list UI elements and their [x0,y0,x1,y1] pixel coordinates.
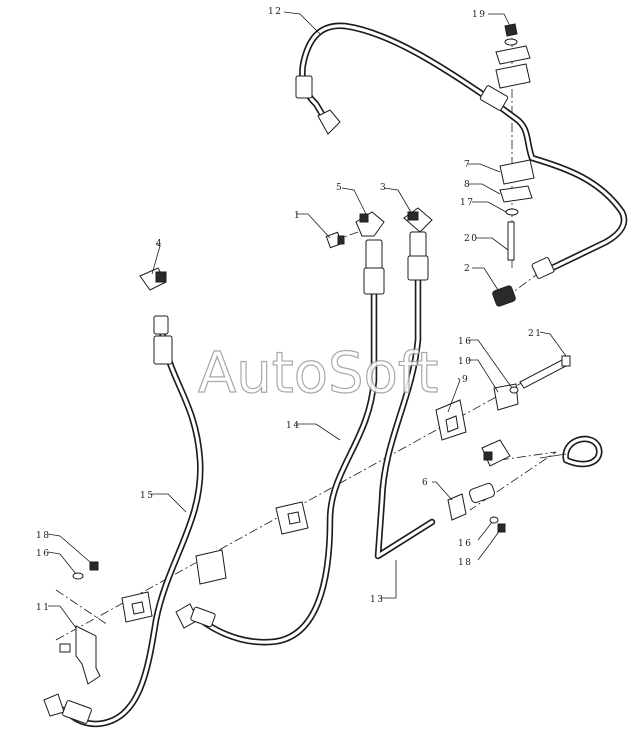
hose-13-ferrule [407,255,429,281]
bracket-11 [59,625,101,685]
callout-18-right: 18 [458,558,472,568]
hose-12 [295,22,628,279]
callout-numbers: 12 19 5 3 1 4 7 8 17 20 2 16 10 9 21 14 … [36,7,542,613]
callout-19: 19 [472,10,486,20]
callout-16-right: 16 [458,539,472,549]
elbow-fitting-4 [139,267,167,291]
elbow-fitting-5 [355,211,385,237]
callout-10: 10 [458,357,472,367]
hose-15-end-nut [43,693,65,717]
callout-leaders [47,11,567,629]
callout-15: 15 [140,491,154,501]
hose-12-sleeve [479,85,509,111]
hose-12-ferrule [295,75,313,99]
watermark: AutoSoft [198,341,439,406]
callout-18-left: 18 [36,531,50,541]
bolt-20 [507,221,515,261]
hose-15-ferrule [153,335,173,365]
nut-19 [504,23,518,37]
hose-14-ferrule [363,267,385,295]
clamp-half-7 [499,159,535,185]
clamp-block-lower [195,549,227,585]
clamp-9 [435,399,467,441]
callout-5: 5 [336,183,343,193]
hose-14 [175,239,385,646]
callout-16-top: 16 [458,337,472,347]
clamp-block-bottom [121,591,153,623]
callout-12: 12 [268,7,282,17]
adapter-fitting-2 [492,285,516,307]
hose-13 [374,231,436,560]
callout-13: 13 [370,595,384,605]
hose-14-fitting-top [365,239,383,271]
centre-lines [55,38,557,641]
bracket-10-16 [493,383,519,411]
callout-8: 8 [464,180,471,190]
hose-15 [43,315,204,728]
plate-8 [499,185,533,203]
callout-16-left: 16 [36,549,50,559]
hose-12-end-fitting [531,257,555,279]
callout-4: 4 [156,239,163,249]
callout-9: 9 [462,375,469,385]
fitting-1 [325,231,345,249]
bolt-21 [519,355,571,389]
elbow-fitting-3 [403,207,433,233]
hose-15-fitting-top [153,315,169,335]
clamp-half-upper-b [495,63,531,89]
hose-14-ferrule-bottom [190,606,216,628]
hose-loop-right [562,435,603,468]
callout-3: 3 [380,183,387,193]
clamp-assembly-top [495,23,535,261]
fastener-18-16-left [72,561,99,580]
hose-12-end-nut [317,109,341,135]
washer-19 [504,38,518,46]
callout-11: 11 [36,603,50,613]
fitting-tee-right [481,439,511,467]
bolt-11 [59,643,71,653]
callout-17: 17 [460,198,474,208]
callout-6: 6 [422,478,429,488]
callout-21: 21 [528,329,542,339]
callout-7: 7 [464,160,471,170]
callout-14: 14 [286,421,300,431]
callout-1: 1 [294,211,301,221]
callout-2: 2 [464,264,471,274]
washer-17 [505,208,519,216]
hose-15-ferrule-bottom [62,700,92,724]
clamp-half-upper-a [495,45,531,65]
clamp-6 [447,482,496,521]
callout-20: 20 [464,234,478,244]
fastener-16-18-right [489,516,506,533]
clamp-block-middle [275,501,309,535]
